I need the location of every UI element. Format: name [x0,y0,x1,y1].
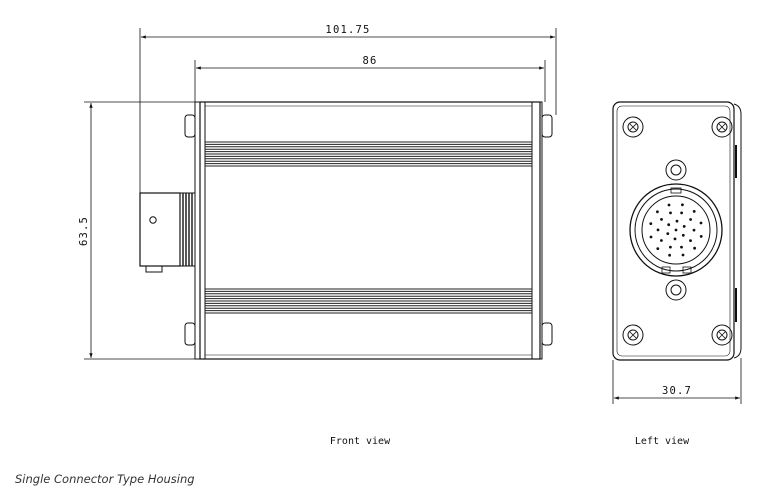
pin-dot [656,247,660,251]
pin-dot [656,228,660,232]
pin-dot [660,218,663,221]
pin-dot [692,228,696,232]
cooling-fins-lower [205,288,532,314]
pin-dot [656,210,659,214]
left-view [612,101,742,361]
pin-dot [669,211,672,215]
dim-width: 30.7 [662,385,692,397]
pin-dot [699,235,703,238]
pin-dot [692,210,696,213]
pin-dot [681,203,684,207]
pin-dot [673,237,677,241]
circular-connector-icon [629,183,723,277]
pin-dot [681,233,685,237]
pin-dot [699,221,703,225]
pin-dot [669,245,672,249]
cooling-fins-upper [205,141,532,167]
pin-dot [680,211,683,215]
left-view-label: Left view [635,436,690,447]
connector-mount-screws [665,159,687,301]
connector-screw-icon [149,216,157,224]
front-view [139,101,553,360]
pin-dot [649,235,653,239]
dim-height: 63.5 [78,216,90,246]
pin-dot [693,246,696,250]
pin-dot [689,239,692,243]
side-connector [139,192,196,273]
pin-dot [649,222,653,226]
figure-caption: Single Connector Type Housing [15,472,195,486]
right-end-plate [531,101,543,360]
pin-dot [667,203,671,207]
pin-dot [668,253,671,257]
pin-dot [666,232,670,236]
front-dimensions [84,28,557,360]
housing-body [199,101,541,360]
left-dimensions [612,358,742,404]
front-view-label: Front view [330,436,391,447]
left-view-plate [612,101,735,361]
connector-pins [649,203,703,257]
end-plate-screws [184,114,553,346]
dim-body-length: 86 [362,55,377,67]
dim-overall-length: 101.75 [325,24,370,36]
pin-dot [680,245,683,249]
pin-dot [682,225,686,228]
pin-dot [689,218,692,221]
corner-screws [622,116,733,346]
pin-dot [674,228,678,232]
pin-dot [681,253,685,257]
pin-dot [675,219,679,223]
pin-dot [660,239,663,242]
pin-dot [667,223,671,227]
